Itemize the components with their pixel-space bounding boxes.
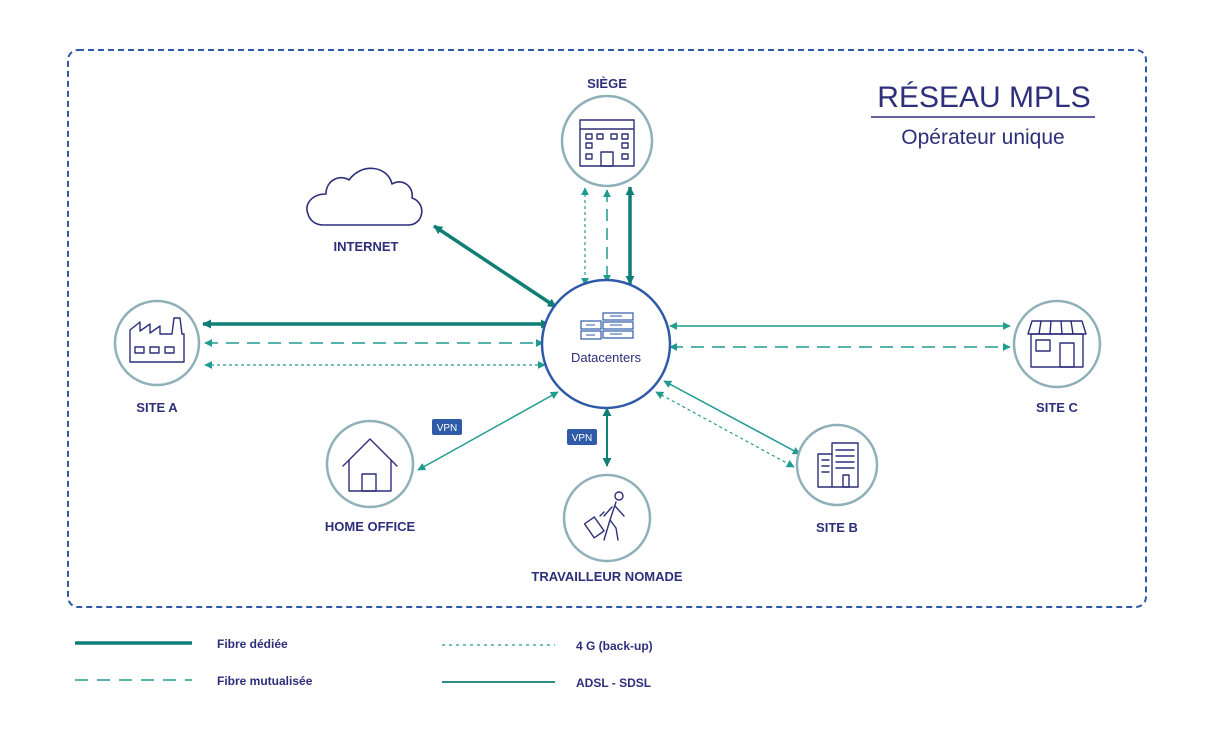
node-label: INTERNET — [334, 239, 399, 254]
diagram-subtitle: Opérateur unique — [901, 126, 1064, 149]
connections — [202, 186, 1011, 471]
node-label: TRAVAILLEUR NOMADE — [531, 569, 683, 584]
building-icon — [817, 442, 859, 488]
node-label: Datacenters — [571, 350, 642, 365]
factory-icon — [129, 317, 185, 363]
server-rack-icon — [580, 312, 634, 340]
mpls-boundary-frame — [67, 49, 1147, 608]
link-home-office-vpn — [417, 391, 559, 471]
node-label: SITE C — [1036, 400, 1079, 415]
legend-label: 4 G (back-up) — [576, 639, 653, 653]
traveler-icon — [583, 491, 625, 541]
vpn-badge-home-office: VPN — [432, 419, 462, 435]
node-label: SIÈGE — [587, 76, 627, 91]
vpn-badge-label: VPN — [572, 433, 593, 444]
node-home-office: HOME OFFICE — [325, 419, 416, 534]
legend-label: Fibre dédiée — [217, 637, 288, 651]
vpn-badge-nomade: VPN — [567, 429, 597, 445]
node-label: SITE B — [816, 520, 858, 535]
node-site-a: SITE A — [113, 299, 201, 415]
shop-icon — [1027, 320, 1087, 368]
legend: Fibre dédiée Fibre mutualisée 4 G (back-… — [75, 637, 653, 690]
node-internet: INTERNET — [306, 167, 423, 254]
node-label: HOME OFFICE — [325, 519, 416, 534]
link-site-b-adsl — [663, 380, 801, 455]
node-siege: SIÈGE — [560, 76, 654, 188]
legend-label: Fibre mutualisée — [217, 674, 313, 688]
office-building-icon — [579, 119, 635, 167]
legend-label: ADSL - SDSL — [576, 676, 651, 690]
node-datacenter: Datacenters — [540, 278, 672, 410]
legend-item-fibre-dediee: Fibre dédiée — [75, 637, 288, 651]
legend-item-adsl: ADSL - SDSL — [442, 676, 651, 690]
legend-item-fibre-mutualisee: Fibre mutualisée — [75, 674, 313, 688]
vpn-badge-label: VPN — [437, 423, 458, 434]
node-site-c: SITE C — [1012, 299, 1102, 415]
house-icon — [342, 438, 398, 492]
node-nomade: TRAVAILLEUR NOMADE — [531, 473, 683, 584]
link-internet-fibre-dediee — [433, 224, 557, 309]
node-label: SITE A — [136, 400, 178, 415]
node-site-b: SITE B — [795, 423, 879, 535]
diagram-title: RÉSEAU MPLS — [877, 81, 1090, 114]
legend-item-4g: 4 G (back-up) — [442, 639, 653, 653]
link-site-b-4g — [655, 391, 795, 468]
cloud-icon — [306, 167, 423, 226]
